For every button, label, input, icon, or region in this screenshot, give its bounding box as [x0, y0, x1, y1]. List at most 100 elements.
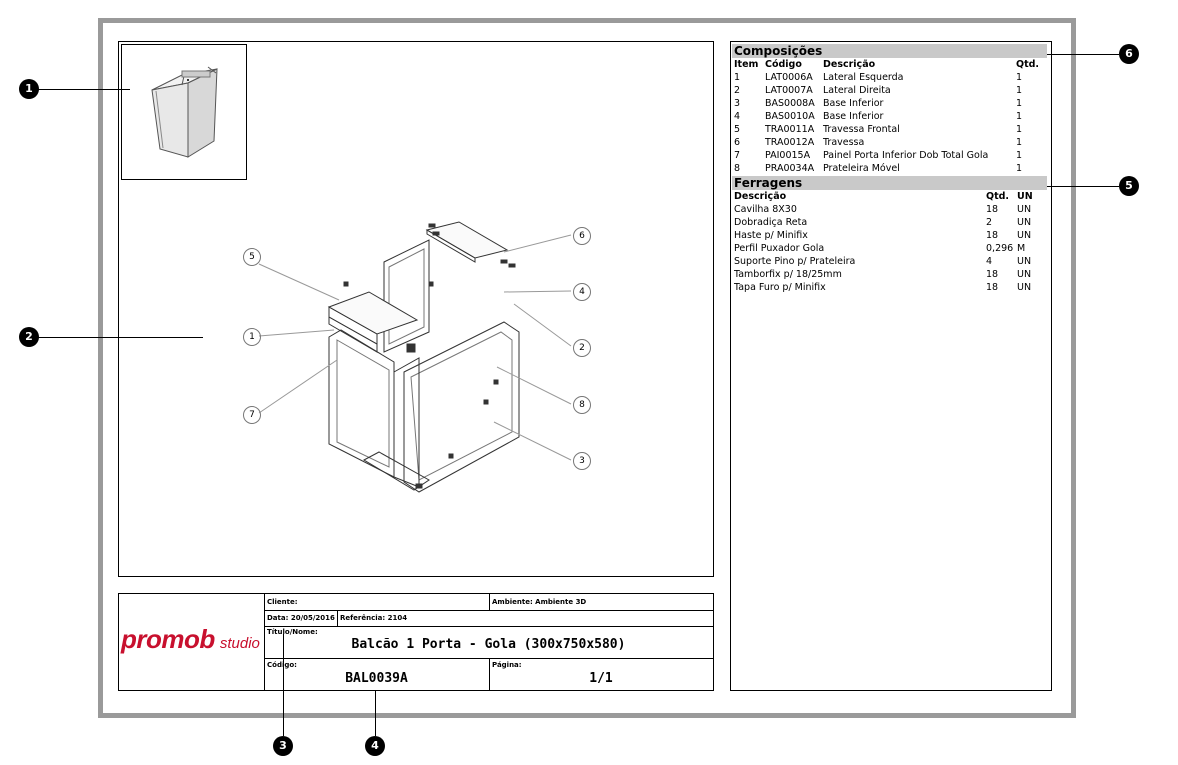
ferragens-cell: Tamborfix p/ 18/25mm: [734, 269, 842, 280]
ambiente-label: Ambiente: Ambiente 3D: [492, 598, 587, 606]
composicoes-col-header: Qtd.: [1016, 59, 1040, 70]
callout-5: 5: [1119, 176, 1139, 196]
composicoes-cell: 5: [734, 124, 741, 135]
composicoes-cell: 1: [1016, 163, 1023, 174]
composicoes-cell: 1: [1016, 150, 1023, 161]
ferragens-cell: 18: [986, 230, 999, 241]
composicoes-col-header: Código: [765, 59, 802, 70]
composicoes-cell: 4: [734, 111, 741, 122]
ferragens-col-header: Descrição: [734, 191, 787, 202]
composicoes-col-header: Descrição: [823, 59, 876, 70]
composicoes-header-row: Item Código Descrição Qtd.: [734, 59, 1048, 72]
composicoes-cell: 2: [734, 85, 741, 96]
leader-lines: [258, 234, 572, 461]
ferragens-row: Suporte Pino p/ Prateleira 4 UN: [734, 256, 1048, 269]
ferragens-cell: Tapa Furo p/ Minifix: [734, 282, 826, 293]
pagina-value: 1/1: [589, 671, 613, 686]
pagina-label: Página:: [492, 661, 522, 669]
callout-2: 2: [19, 327, 39, 347]
ferragens-cell: Perfil Puxador Gola: [734, 243, 825, 254]
composicoes-cell: Lateral Esquerda: [823, 72, 904, 83]
data-label: Data: 20/05/2016: [267, 614, 335, 622]
drawing-label-1: 1: [243, 328, 261, 346]
ferragens-cell: UN: [1017, 282, 1032, 293]
ferragens-col-header: Qtd.: [986, 191, 1010, 202]
drawing-panel: 5 1 7 6 4 2 8 3: [118, 41, 714, 577]
composicoes-cell: Travessa: [823, 137, 865, 148]
composicoes-cell: 1: [1016, 85, 1023, 96]
ferragens-row: Tamborfix p/ 18/25mm 18 UN: [734, 269, 1048, 282]
cliente-label: Cliente:: [267, 598, 298, 606]
composicoes-cell: 1: [1016, 72, 1023, 83]
composicoes-cell: Lateral Direita: [823, 85, 891, 96]
composicoes-cell: Prateleira Móvel: [823, 163, 900, 174]
ferragens-cell: UN: [1017, 217, 1032, 228]
composicoes-cell: BAS0010A: [765, 111, 815, 122]
composicoes-cell: 1: [1016, 98, 1023, 109]
ferragens-row: Haste p/ Minifix 18 UN: [734, 230, 1048, 243]
titulo-value: Balcão 1 Porta - Gola (300x750x580): [351, 637, 626, 652]
ferragens-cell: UN: [1017, 256, 1032, 267]
exploded-view-image: [327, 221, 520, 493]
ferragens-row: Tapa Furo p/ Minifix 18 UN: [734, 282, 1048, 295]
ferragens-cell: 18: [986, 282, 999, 293]
composicoes-cell: 1: [1016, 111, 1023, 122]
ferragens-header-row: Descrição Qtd. UN: [734, 191, 1048, 204]
drawing-label-2: 2: [573, 339, 591, 357]
composicoes-cell: BAS0008A: [765, 98, 815, 109]
composicoes-row: 1 LAT0006A Lateral Esquerda 1: [734, 72, 1048, 85]
ferragens-cell: 18: [986, 204, 999, 215]
drawing-label-8: 8: [573, 396, 591, 414]
title-block: promob studio Cliente: Ambiente: Ambient…: [118, 593, 714, 691]
ferragens-cell: Cavilha 8X30: [734, 204, 797, 215]
ferragens-cell: Suporte Pino p/ Prateleira: [734, 256, 856, 267]
titulo-label: Título/Nome:: [267, 628, 318, 636]
promob-logo: promob studio: [121, 624, 260, 654]
codigo-label: Código:: [267, 661, 297, 669]
ferragens-cell: 18: [986, 269, 999, 280]
ferragens-cell: M: [1017, 243, 1026, 254]
composicoes-table: Item Código Descrição Qtd. 1 LAT0006A Lateral …: [734, 59, 1048, 176]
thumbnail-view: [121, 44, 247, 180]
callout-3: 3: [273, 736, 293, 756]
ferragens-col-header: UN: [1017, 191, 1033, 202]
ferragens-cell: 2: [986, 217, 993, 228]
composicoes-cell: 6: [734, 137, 741, 148]
composicoes-cell: LAT0006A: [765, 72, 813, 83]
drawing-label-6: 6: [573, 227, 591, 245]
composicoes-heading: Composições: [732, 44, 1047, 58]
composicoes-cell: Base Inferior: [823, 98, 884, 109]
ferragens-cell: 0,296: [986, 243, 1014, 254]
composicoes-cell: 7: [734, 150, 741, 161]
ferragens-cell: UN: [1017, 269, 1032, 280]
ferragens-cell: 4: [986, 256, 993, 267]
composicoes-cell: 1: [734, 72, 741, 83]
composicoes-cell: PAI0015A: [765, 150, 811, 161]
composicoes-cell: 1: [1016, 124, 1023, 135]
composicoes-cell: TRA0012A: [765, 137, 815, 148]
drawing-label-5: 5: [243, 248, 261, 266]
drawing-label-3: 3: [573, 452, 591, 470]
composicoes-cell: Travessa Frontal: [823, 124, 900, 135]
ferragens-heading: Ferragens: [732, 176, 1047, 190]
ferragens-cell: Haste p/ Minifix: [734, 230, 808, 241]
drawing-sheet: 5 1 7 6 4 2 8 3 promob studio Cliente: A…: [98, 18, 1076, 718]
callout-6: 6: [1119, 44, 1139, 64]
ferragens-cell: UN: [1017, 230, 1032, 241]
drawing-label-4: 4: [573, 283, 591, 301]
codigo-value: BAL0039A: [345, 671, 408, 686]
composicoes-cell: 8: [734, 163, 741, 174]
composicoes-col-header: Item: [734, 59, 759, 70]
referencia-label: Referência: 2104: [340, 614, 408, 622]
